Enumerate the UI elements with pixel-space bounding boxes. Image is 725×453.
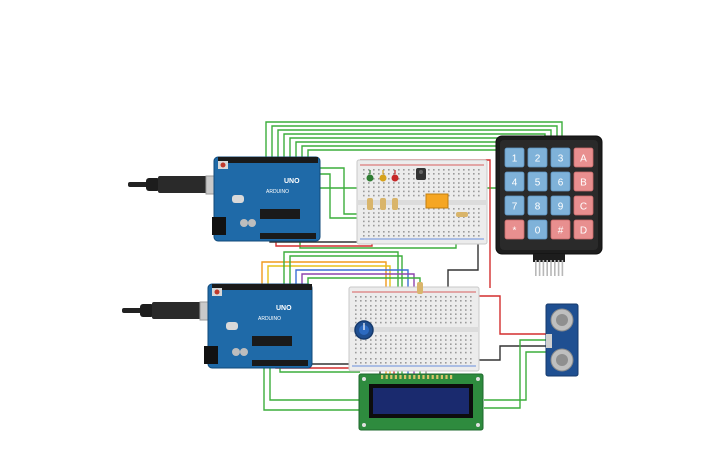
keypad-key-label: 8 xyxy=(535,202,541,213)
arduino-brand-label: ARDUINO xyxy=(266,189,289,195)
potentiometer[interactable] xyxy=(354,320,374,340)
keypad-key-label: 7 xyxy=(512,202,518,213)
keypad-key[interactable]: B xyxy=(573,171,594,192)
keypad-key[interactable]: D xyxy=(573,219,594,240)
keypad-key[interactable]: 2 xyxy=(527,147,548,168)
keypad-key-label: 9 xyxy=(558,202,564,213)
leds xyxy=(366,170,399,182)
arduino-model-label: UNO xyxy=(276,305,292,312)
led-green xyxy=(366,170,374,182)
resistors xyxy=(367,198,468,294)
breadboard-holes xyxy=(355,296,472,364)
keypad-key-label: * xyxy=(513,226,517,237)
led-yellow xyxy=(379,170,387,182)
keypad-key[interactable]: 4 xyxy=(504,171,525,192)
keypad-key-label: D xyxy=(580,226,587,237)
keypad-key[interactable]: 7 xyxy=(504,195,525,216)
keypad-header-pins xyxy=(535,260,564,276)
keypad-key-label: 5 xyxy=(535,178,541,189)
keypad-key[interactable]: 0 xyxy=(527,219,548,240)
keypad-key[interactable]: * xyxy=(504,219,525,240)
keypad-key[interactable]: 3 xyxy=(550,147,571,168)
lcd-16x2[interactable] xyxy=(358,373,484,431)
keypad-key[interactable]: C xyxy=(573,195,594,216)
lcd-pins xyxy=(381,375,453,379)
keypad-key-label: # xyxy=(558,226,564,237)
keypad-key-label: B xyxy=(580,178,587,189)
keypad-key[interactable]: 9 xyxy=(550,195,571,216)
led-red-head xyxy=(391,174,399,182)
keypad-key-label: 2 xyxy=(535,154,541,165)
keypad-key[interactable]: 8 xyxy=(527,195,548,216)
keypad-key-label: 0 xyxy=(535,226,541,237)
keypad-key-label: 1 xyxy=(512,154,518,165)
arduino-model-label: UNO xyxy=(284,178,300,185)
breadboard-bottom[interactable] xyxy=(348,286,480,372)
keypad-key[interactable]: A xyxy=(573,147,594,168)
arduino-uno-top[interactable]: ARDUINO UNO xyxy=(212,156,321,242)
keypad-key-label: 6 xyxy=(558,178,564,189)
led-yellow-head xyxy=(379,174,387,182)
keypad-key[interactable]: 5 xyxy=(527,171,548,192)
keypad-4x4[interactable]: 1 2 3 A 4 5 6 B 7 8 9 C * 0 # D xyxy=(495,135,603,276)
ultrasonic-sensor[interactable] xyxy=(545,303,579,377)
keypad-key-label: 3 xyxy=(558,154,564,165)
arduino-brand-label: ARDUINO xyxy=(258,316,281,322)
relay-module xyxy=(425,193,449,209)
arduino-uno-bottom[interactable]: ARDUINO UNO xyxy=(204,283,313,369)
keypad-key-label: 4 xyxy=(512,178,518,189)
keypad-key[interactable]: # xyxy=(550,219,571,240)
led-red xyxy=(391,170,399,182)
keypad-key[interactable]: 6 xyxy=(550,171,571,192)
keypad-key[interactable]: 1 xyxy=(504,147,525,168)
keypad-key-label: A xyxy=(580,154,587,165)
keypad-key-label: C xyxy=(580,202,587,213)
led-green-head xyxy=(366,174,374,182)
buzzer xyxy=(416,168,426,180)
